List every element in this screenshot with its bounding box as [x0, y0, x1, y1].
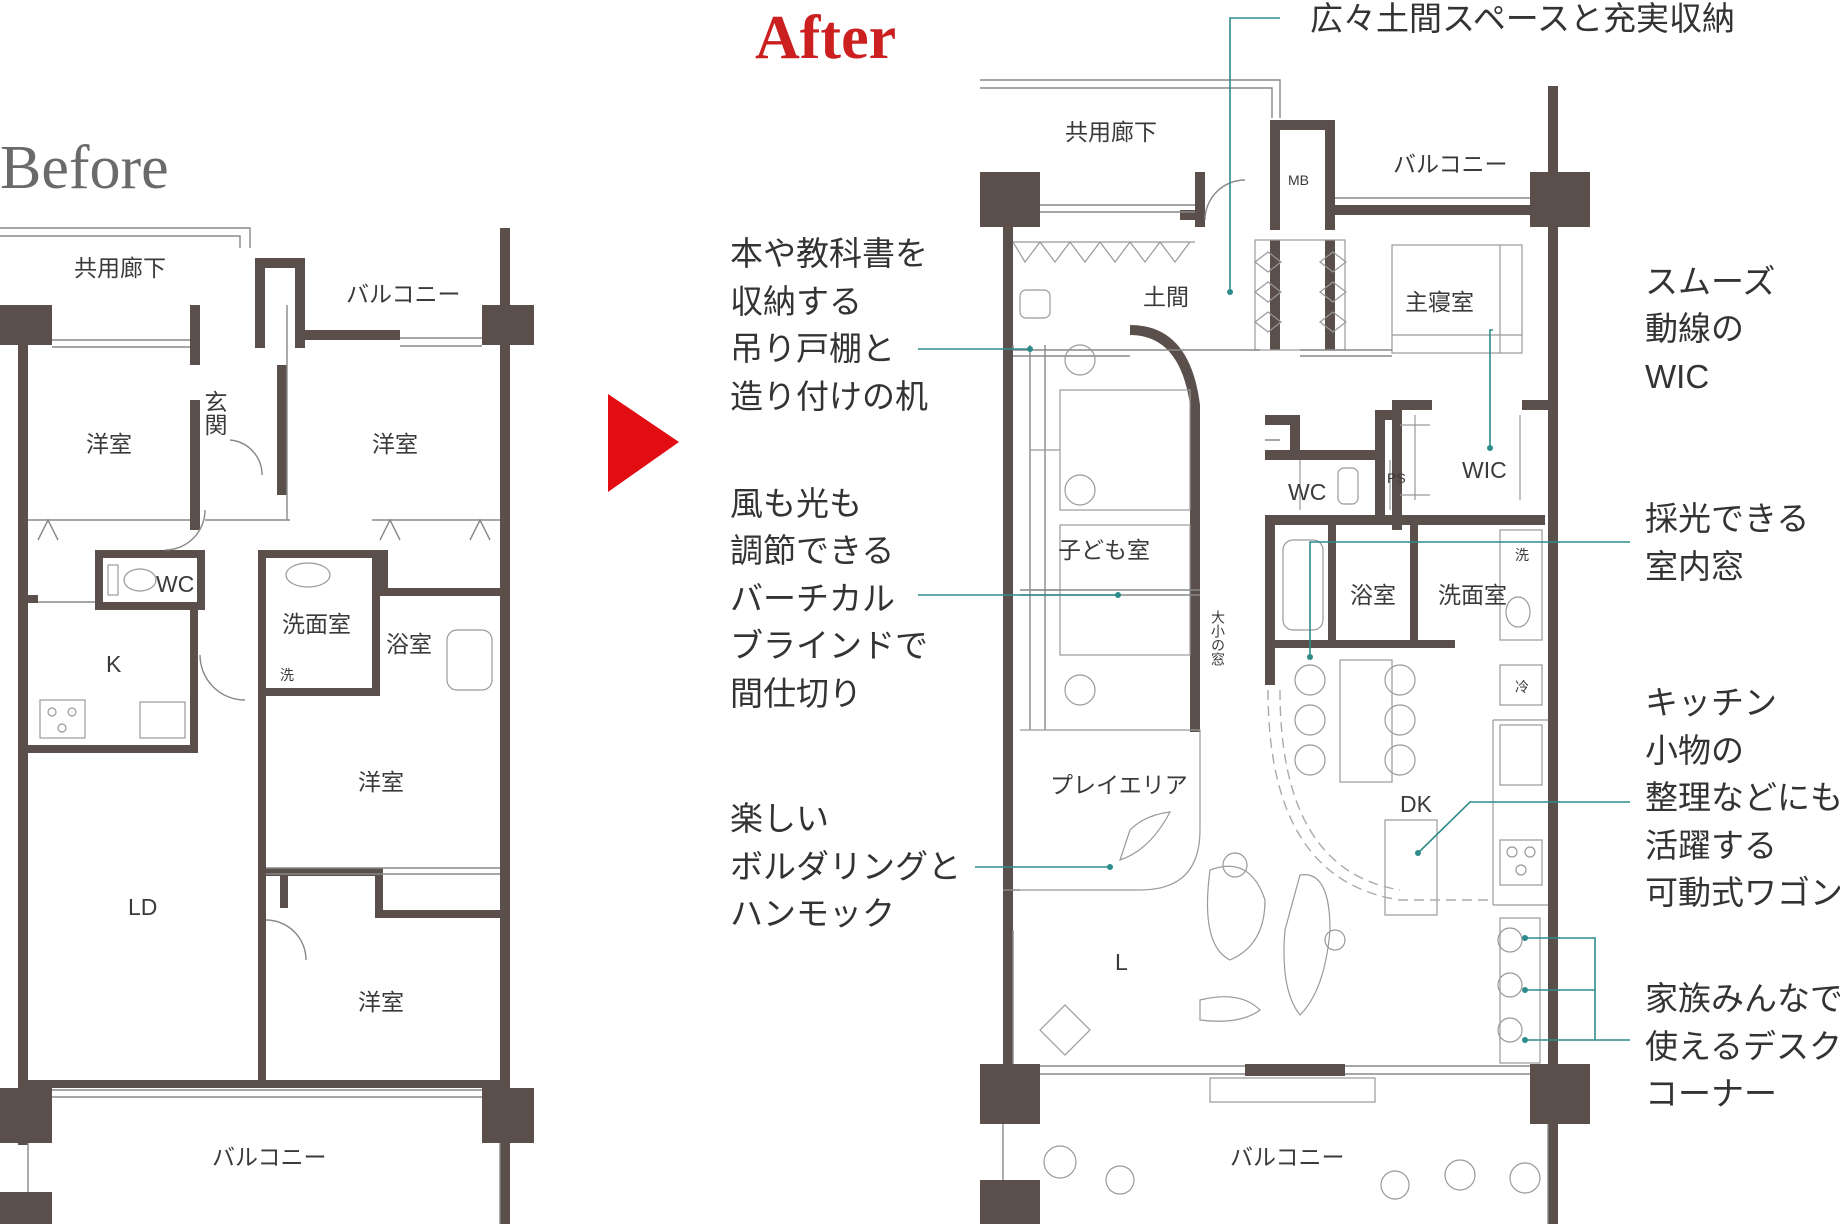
after-mb-label: MB: [1288, 172, 1309, 188]
before-washroom-label: 洗面室: [282, 611, 351, 637]
before-floor-plan: [0, 227, 534, 1224]
after-corridor-label: 共用廊下: [1065, 119, 1157, 145]
before-title: Before: [0, 134, 169, 202]
callout-blind-line5: 間仕切り: [730, 675, 862, 712]
after-washroom-label: 洗面室: [1438, 582, 1507, 608]
before-ld-label: LD: [128, 894, 157, 920]
after-floor-plan: [980, 79, 1590, 1224]
before-room-labels: 共用廊下 バルコニー 玄関 洋室 洋室 WC 洗面室 浴室 洗 K 洋室 LD …: [74, 255, 461, 1170]
after-kids-room-label: 子ども室: [1058, 537, 1150, 563]
callout-bouldering-line3: ハンモック: [730, 895, 895, 932]
after-washer-label: 洗: [1515, 547, 1529, 563]
callout-wic-line3: WIC: [1645, 358, 1709, 395]
before-western-room-e2-label: 洋室: [358, 989, 404, 1015]
callout-wagon-line3: 整理などにも: [1645, 779, 1840, 816]
callout-shelf-line1: 本や教科書を: [730, 235, 928, 272]
callout-shelf-line2: 収納する: [730, 283, 862, 320]
callout-shelf-line3: 吊り戸棚と: [730, 330, 895, 367]
callout-blind-line3: バーチカル: [730, 580, 895, 617]
before-bathroom-label: 浴室: [386, 631, 432, 657]
callout-leaders: [918, 17, 1630, 1043]
callout-texts: 広々土間スペースと充実収納 本や教科書を 収納する 吊り戸棚と 造り付けの机 風…: [730, 0, 1840, 1112]
after-wc-label: WC: [1288, 479, 1326, 505]
callout-desk-line1: 家族みんなで: [1645, 980, 1840, 1017]
before-western-room-e1-label: 洋室: [358, 769, 404, 795]
after-dk-label: DK: [1400, 791, 1433, 817]
before-balcony-top-label: バルコニー: [346, 281, 461, 307]
after-fridge-label: 冷: [1515, 679, 1529, 695]
before-balcony-bottom-label: バルコニー: [212, 1144, 327, 1170]
callout-bouldering-line2: ボルダリングと: [730, 848, 961, 885]
after-balcony-top-label: バルコニー: [1393, 151, 1508, 177]
after-room-labels: 共用廊下 バルコニー MB 土間 主寝室 WC PS WIC 子ども室 大小の窓…: [1050, 119, 1529, 1170]
callout-wic-line1: スムーズ: [1645, 263, 1775, 300]
after-window-label: 大小の窓: [1210, 610, 1226, 666]
callout-window-line1: 採光できる: [1645, 500, 1809, 537]
callout-wagon-line1: キッチン: [1645, 684, 1777, 721]
callout-desk-line2: 使えるデスク: [1645, 1028, 1840, 1065]
callout-blind-line2: 調節できる: [730, 532, 894, 569]
after-wic-label: WIC: [1462, 457, 1507, 483]
before-western-room-ne-label: 洋室: [372, 431, 418, 457]
before-entrance-label: 玄関: [201, 390, 227, 436]
callout-bouldering-line1: 楽しい: [730, 800, 829, 837]
callout-blind-line1: 風も光も: [730, 485, 862, 522]
after-living-label: L: [1115, 949, 1128, 975]
after-play-area-label: プレイエリア: [1050, 772, 1188, 798]
before-corridor-label: 共用廊下: [74, 255, 166, 281]
after-balcony-bottom-label: バルコニー: [1230, 1144, 1345, 1170]
callout-blind-line4: ブラインドで: [730, 627, 928, 664]
callout-desk-line3: コーナー: [1645, 1075, 1777, 1112]
before-to-after-arrow: [608, 394, 679, 492]
callout-wic-line2: 動線の: [1645, 310, 1744, 347]
after-master-bedroom-label: 主寝室: [1405, 289, 1474, 315]
after-bathroom-label: 浴室: [1350, 582, 1396, 608]
callout-wagon-line5: 可動式ワゴン: [1645, 874, 1840, 911]
callout-shelf-line4: 造り付けの机: [730, 378, 928, 415]
before-kitchen-label: K: [106, 651, 122, 677]
callout-top: 広々土間スペースと充実収納: [1310, 0, 1735, 37]
callout-wagon-line4: 活躍する: [1645, 827, 1777, 864]
callout-wagon-line2: 小物の: [1645, 732, 1744, 769]
before-washer-label: 洗: [280, 667, 294, 683]
callout-window-line2: 室内窓: [1645, 548, 1744, 585]
before-wc-label: WC: [156, 571, 194, 597]
after-doma-label: 土間: [1143, 284, 1189, 310]
after-ps-label: PS: [1387, 470, 1406, 486]
before-western-room-nw-label: 洋室: [86, 431, 132, 457]
after-title: After: [755, 4, 896, 72]
